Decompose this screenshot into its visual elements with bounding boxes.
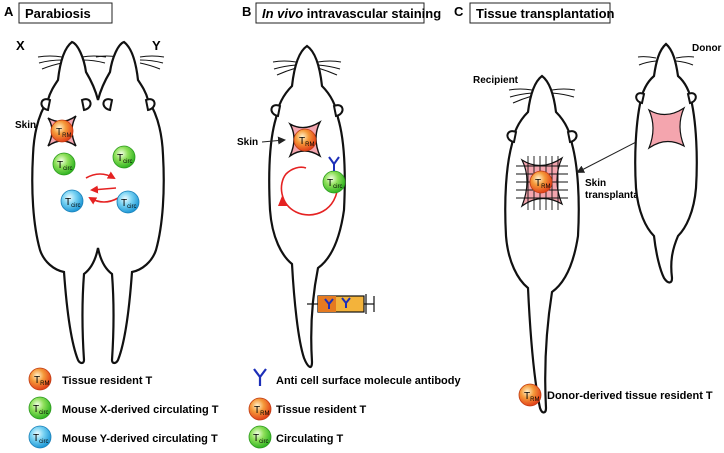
- panel-a-letter: A: [4, 4, 14, 19]
- ears-b: [270, 104, 344, 118]
- skin-pointer-b: [261, 136, 286, 145]
- svg-text:TRM: TRM: [34, 375, 49, 387]
- svg-text:Tcirc: Tcirc: [65, 197, 80, 209]
- legend-b-item-3: Circulating T: [276, 433, 344, 445]
- legend-a: TRM Tissue resident T Tcirc Mouse X-deri…: [28, 367, 219, 449]
- svg-text:Tcirc: Tcirc: [57, 160, 72, 172]
- recipient-mouse-outline: [504, 74, 580, 414]
- legend-b-trm-icon: TRM: [248, 397, 272, 421]
- svg-text:TRM: TRM: [56, 127, 71, 139]
- skin-label-b: Skin: [237, 137, 258, 148]
- legend-a-item-1: Tissue resident T: [62, 375, 153, 387]
- panel-b-title-box: [255, 2, 425, 24]
- svg-text:Tcirc: Tcirc: [33, 404, 48, 416]
- circulation-arrow-a3: [90, 185, 117, 194]
- svg-text:Tcirc: Tcirc: [117, 153, 132, 165]
- parabiosis-mice-outline: [31, 40, 165, 365]
- legend-b: Anti cell surface molecule antibody TRM …: [248, 368, 461, 449]
- circulation-arrowhead-b: [278, 196, 288, 206]
- tcirc-cell-b: Tcirc: [322, 170, 346, 194]
- whiskers-recipient: [508, 88, 576, 104]
- transplant-label-line2: transplantation: [585, 190, 657, 201]
- svg-text:Tcirc: Tcirc: [121, 198, 136, 210]
- panel-a: A Parabiosis X Y Skin TRM: [4, 2, 165, 365]
- circulation-arrow-a2: [88, 197, 119, 205]
- legend-a-tcirc-y-icon: Tcirc: [28, 425, 52, 449]
- legend-c-item-1: Donor-derived tissue resident T: [547, 390, 713, 402]
- svg-text:TRM: TRM: [535, 178, 550, 190]
- panel-b-title: In vivo intravascular staining: [262, 6, 441, 21]
- trm-cell-a: TRM: [50, 119, 74, 143]
- panel-b: B In vivo intravascular staining Skin TR…: [237, 2, 441, 368]
- whiskers-a: [37, 55, 165, 70]
- tcirc-x-cell-a1: Tcirc: [52, 152, 76, 176]
- svg-text:TRM: TRM: [524, 391, 539, 403]
- panel-a-title-box: [18, 2, 113, 24]
- transplant-label-line1: Skin: [585, 178, 606, 189]
- tcirc-y-cell-a2: Tcirc: [116, 190, 140, 214]
- panel-a-title: Parabiosis: [25, 6, 91, 21]
- panel-c: C Tissue transplantation Recipient Donor: [454, 2, 722, 414]
- syringe-icon: [307, 294, 375, 314]
- panel-c-title-box: [469, 2, 611, 24]
- donor-mouse-outline: [634, 42, 698, 284]
- donor-skin-patch: [647, 106, 686, 150]
- circulation-loop-b: [280, 166, 339, 216]
- trm-cell-b: TRM: [293, 128, 317, 152]
- legend-a-trm-icon: TRM: [28, 367, 52, 391]
- donor-label: Donor: [692, 43, 722, 54]
- legend-a-item-2: Mouse X-derived circulating T: [62, 404, 219, 416]
- legend-c: TRM Donor-derived tissue resident T: [518, 383, 713, 407]
- legend-a-item-3: Mouse Y-derived circulating T: [62, 433, 218, 445]
- whiskers-donor: [637, 56, 695, 66]
- antibody-icon-on-cell: [328, 156, 340, 171]
- legend-c-trm-icon: TRM: [518, 383, 542, 407]
- svg-text:Tcirc: Tcirc: [253, 433, 268, 445]
- svg-text:Tcirc: Tcirc: [33, 433, 48, 445]
- circulation-arrow-a1: [85, 171, 116, 179]
- ears-a: [40, 98, 156, 112]
- svg-text:Tcirc: Tcirc: [327, 178, 342, 190]
- panel-c-title: Tissue transplantation: [476, 6, 615, 21]
- legend-b-antibody-icon: [253, 368, 267, 386]
- panel-c-letter: C: [454, 4, 464, 19]
- mouse-b-outline: [268, 44, 346, 368]
- legend-b-item-2: Tissue resident T: [276, 404, 367, 416]
- label-mouse-x: X: [16, 38, 25, 53]
- svg-text:TRM: TRM: [299, 136, 314, 148]
- trm-cell-c: TRM: [529, 170, 553, 194]
- panel-b-letter: B: [242, 4, 251, 19]
- svg-text:TRM: TRM: [254, 405, 269, 417]
- skin-label-a: Skin: [15, 120, 36, 131]
- legend-a-tcirc-x-icon: Tcirc: [28, 396, 52, 420]
- legend-b-item-1: Anti cell surface molecule antibody: [276, 375, 461, 387]
- ears-donor: [635, 92, 697, 105]
- ears-recipient: [506, 130, 578, 144]
- transplant-arrow: [576, 139, 641, 173]
- legend-b-tcirc-icon: Tcirc: [248, 425, 272, 449]
- label-mouse-y: Y: [152, 38, 161, 53]
- tcirc-y-cell-a1: Tcirc: [60, 189, 84, 213]
- recipient-label: Recipient: [473, 75, 519, 86]
- tcirc-x-cell-a2: Tcirc: [112, 145, 136, 169]
